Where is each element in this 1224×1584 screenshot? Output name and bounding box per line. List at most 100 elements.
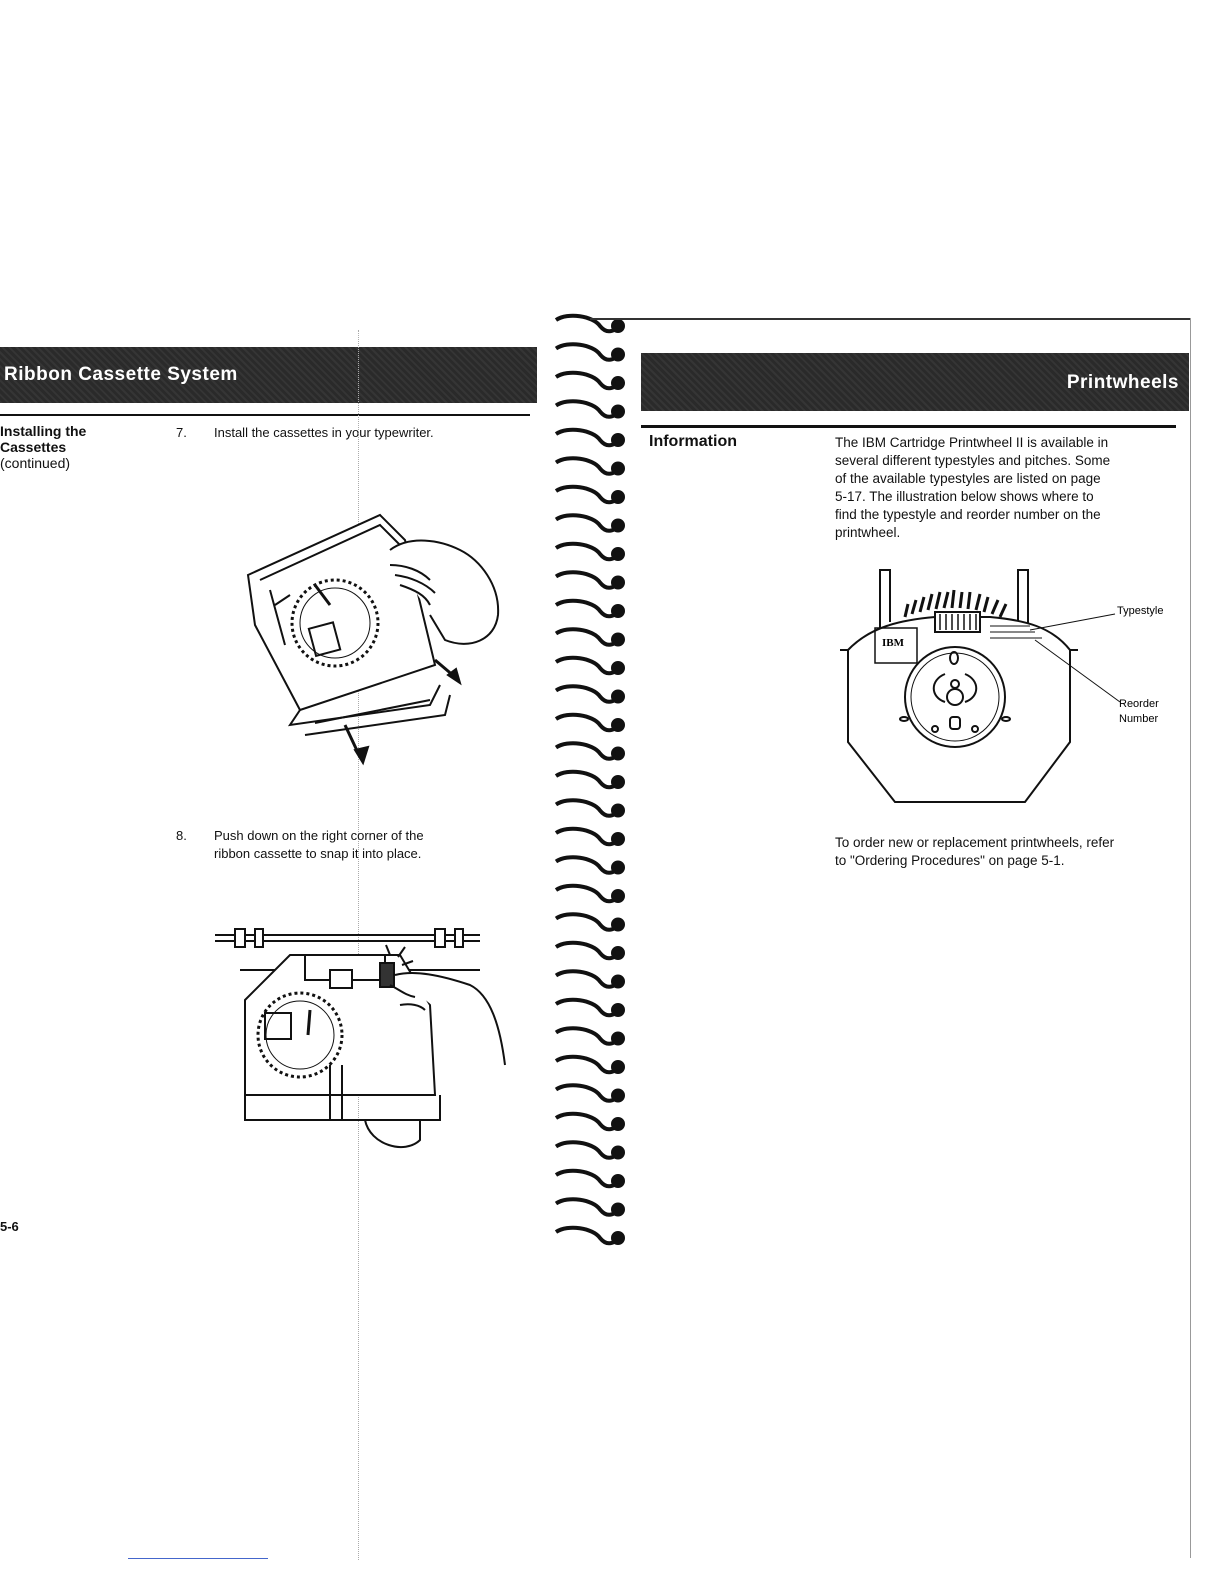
spiral-binding xyxy=(554,313,625,1246)
step-text-line-2: ribbon cassette to snap it into place. xyxy=(214,846,422,861)
left-page-number: 5-6 xyxy=(0,1219,19,1234)
printwheel-info-paragraph: The IBM Cartridge Printwheel II is avail… xyxy=(835,434,1180,542)
binding-hole xyxy=(611,775,625,789)
binding-coil xyxy=(554,399,622,419)
paragraph-line: printwheel. xyxy=(835,525,901,540)
binding-hole xyxy=(611,1088,625,1103)
binding-hole xyxy=(611,946,625,960)
binding-hole xyxy=(611,832,625,846)
binding-hole xyxy=(611,1231,625,1245)
ordering-paragraph: To order new or replacement printwheels,… xyxy=(835,834,1180,870)
binding-hole xyxy=(611,490,625,504)
binding-coil xyxy=(554,1197,622,1217)
binding-coil xyxy=(554,855,622,875)
bottom-edge-mark xyxy=(128,1558,268,1559)
binding-coil xyxy=(554,570,622,590)
binding-hole xyxy=(611,1174,625,1188)
binding-hole xyxy=(611,1117,625,1131)
binding-coil xyxy=(554,655,622,676)
section-title-installing: Installing the Cassettes (continued) xyxy=(0,423,150,471)
step-7: 7. Install the cassettes in your typewri… xyxy=(176,424,536,444)
binding-hole xyxy=(611,1031,625,1046)
page-guide-line xyxy=(358,330,359,1560)
paragraph-line: several different typestyles and pitches… xyxy=(835,453,1111,468)
binding-coil xyxy=(554,684,622,704)
section-subtitle: (continued) xyxy=(0,455,71,471)
binding-coil xyxy=(554,826,622,847)
right-header-rule xyxy=(641,425,1176,428)
step-8: 8. Push down on the right corner of the … xyxy=(176,827,536,867)
binding-coil xyxy=(554,712,622,733)
right-page-top-edge xyxy=(590,318,1190,320)
right-page-edge xyxy=(1190,318,1191,1558)
ordering-line: To order new or replacement printwheels,… xyxy=(835,835,1115,850)
binding-coil xyxy=(554,912,622,932)
binding-coil xyxy=(554,342,622,362)
binding-hole xyxy=(611,718,625,732)
binding-hole xyxy=(611,917,625,932)
binding-coil xyxy=(554,1140,622,1160)
binding-coil xyxy=(554,1225,622,1246)
binding-hole xyxy=(611,746,625,761)
section-title-text: Installing the Cassettes xyxy=(0,423,87,455)
binding-hole xyxy=(611,347,625,362)
right-page-header-title: Printwheels xyxy=(1066,372,1179,393)
binding-coil xyxy=(554,1111,622,1132)
binding-hole xyxy=(611,376,625,390)
binding-hole xyxy=(611,661,625,675)
binding-coil xyxy=(554,627,622,647)
paragraph-line: The IBM Cartridge Printwheel II is avail… xyxy=(835,435,1109,450)
printwheel-illustration: IBM Typestyle Reorder Number xyxy=(840,569,1163,803)
binding-hole xyxy=(611,461,625,476)
binding-coil xyxy=(554,541,622,562)
binding-hole xyxy=(611,433,625,447)
cassette-snap-illustration xyxy=(215,928,506,1149)
binding-coil xyxy=(554,997,622,1018)
binding-coil xyxy=(554,598,622,619)
binding-coil xyxy=(554,1054,622,1075)
binding-hole xyxy=(611,1060,625,1074)
reorder-callout-line-1: Reorder xyxy=(1119,698,1159,710)
step-number: 7. xyxy=(176,425,187,440)
binding-hole xyxy=(611,1145,625,1160)
binding-coil xyxy=(554,1026,622,1046)
binding-coil xyxy=(554,883,622,904)
binding-hole xyxy=(611,889,625,903)
binding-hole xyxy=(611,1202,625,1217)
binding-hole xyxy=(611,689,625,704)
binding-coil xyxy=(554,969,622,989)
step-text-line-1: Push down on the right corner of the xyxy=(214,828,424,843)
section-title-information: Information xyxy=(649,433,737,450)
binding-hole xyxy=(611,319,625,333)
binding-coil xyxy=(554,940,622,961)
paragraph-line: of the available typestyles are listed o… xyxy=(835,471,1101,486)
binding-hole xyxy=(611,404,625,419)
binding-hole xyxy=(611,803,625,818)
binding-coil xyxy=(554,427,622,448)
binding-hole xyxy=(611,974,625,989)
binding-hole xyxy=(611,1003,625,1017)
left-page-header-bar: Ribbon Cassette System xyxy=(0,347,537,403)
reorder-callout-line-2: Number xyxy=(1119,713,1158,725)
ibm-logo-text: IBM xyxy=(882,637,905,649)
binding-coil xyxy=(554,798,622,818)
ordering-line: to "Ordering Procedures" on page 5-1. xyxy=(835,853,1065,868)
paragraph-line: 5-17. The illustration below shows where… xyxy=(835,489,1094,504)
binding-coil xyxy=(554,484,622,505)
binding-coil xyxy=(554,370,622,391)
binding-hole xyxy=(611,518,625,533)
binding-hole xyxy=(611,860,625,875)
typestyle-callout: Typestyle xyxy=(1117,605,1163,617)
left-page-header-title: Ribbon Cassette System xyxy=(4,364,238,385)
step-number: 8. xyxy=(176,828,187,843)
left-header-rule xyxy=(0,414,530,416)
binding-hole xyxy=(611,604,625,618)
binding-hole xyxy=(611,632,625,647)
cassette-install-illustration xyxy=(246,513,500,766)
binding-coil xyxy=(554,513,622,533)
binding-coil xyxy=(554,769,622,790)
binding-hole xyxy=(611,547,625,561)
binding-coil xyxy=(554,456,622,476)
right-page-header-bar: Printwheels xyxy=(641,353,1189,411)
binding-hole xyxy=(611,575,625,590)
